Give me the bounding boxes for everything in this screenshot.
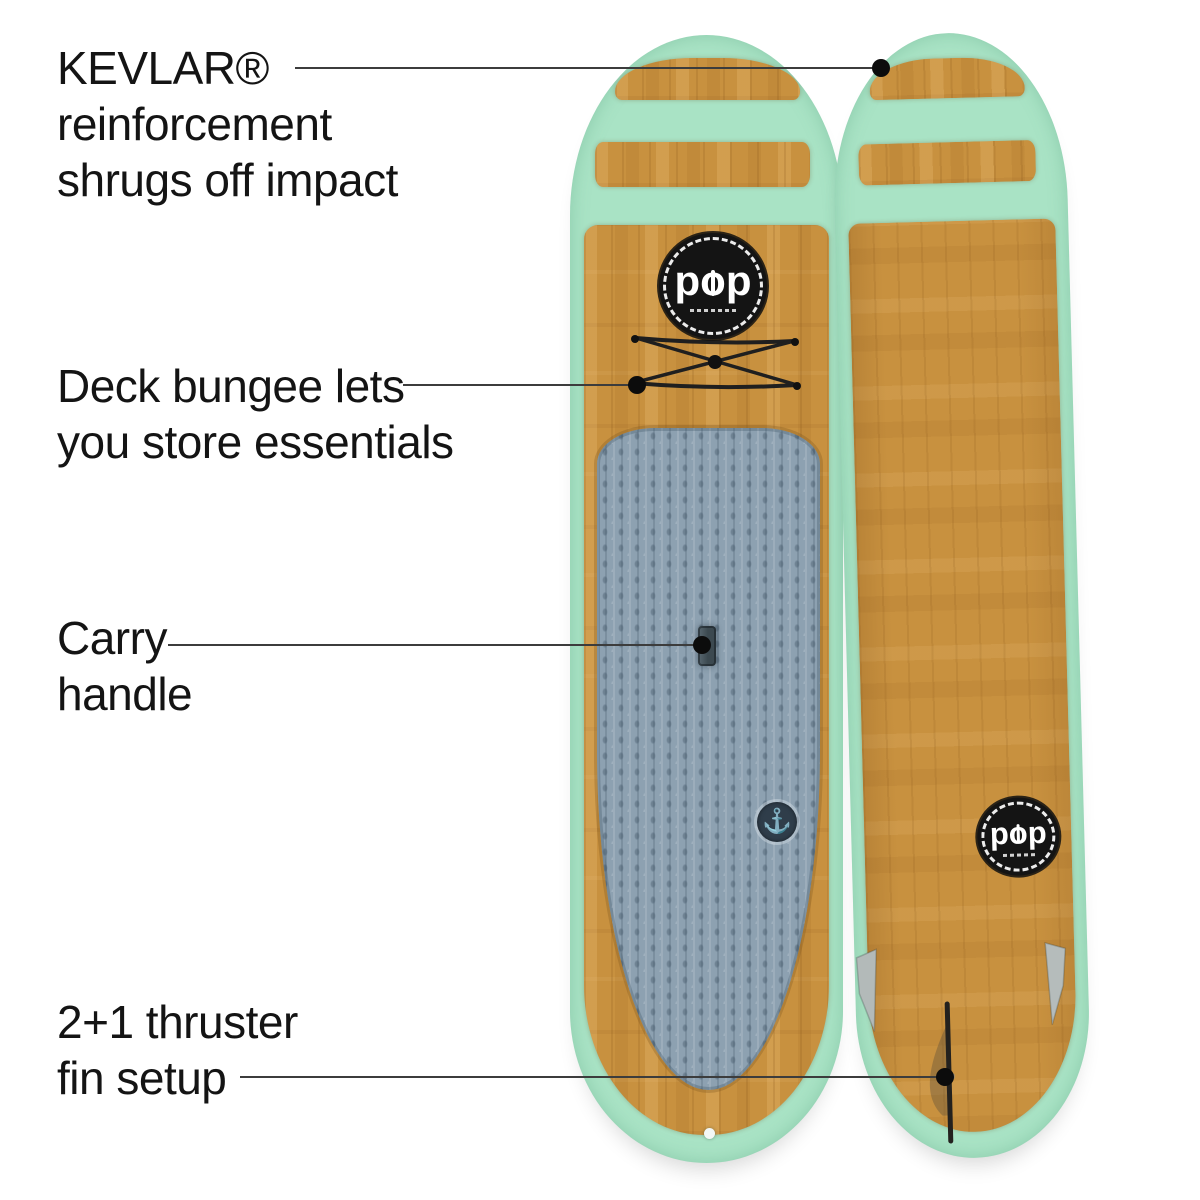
side-fin-right <box>1044 941 1067 1025</box>
callout-text-line: Carry <box>57 612 167 664</box>
deck-bungee-cords <box>629 335 801 390</box>
nose-wood-band <box>595 142 810 187</box>
callout-kevlar: KEVLAR® reinforcement shrugs off impact <box>57 40 398 208</box>
callout-text-line: handle <box>57 668 193 720</box>
fin-setup <box>855 941 1067 1144</box>
callout-text-line: you store essentials <box>57 416 454 468</box>
pop-logo-text: pop <box>674 257 752 304</box>
callout-carry-handle: Carry handle <box>57 610 193 722</box>
callout-text-line: shrugs off impact <box>57 154 398 206</box>
side-fin-left <box>855 948 878 1032</box>
traction-pad <box>597 428 820 1090</box>
paddleboard-deck-view: pop ⚓ <box>570 35 843 1163</box>
vent-plug <box>704 1128 715 1139</box>
callout-text-line: 2+1 thruster <box>57 996 298 1048</box>
callout-text-line: Deck bungee lets <box>57 360 405 412</box>
callout-deck-bungee: Deck bungee lets you store essentials <box>57 358 454 470</box>
leader-line-fin-setup <box>240 1076 945 1078</box>
nose-wood-inlay <box>615 58 800 100</box>
leader-line-kevlar <box>295 67 881 69</box>
pointer-dot-fin-setup <box>936 1068 954 1086</box>
anchor-icon: ⚓ <box>757 802 797 842</box>
leader-line-carry-handle <box>168 644 702 646</box>
pointer-dot-kevlar <box>872 59 890 77</box>
pointer-dot-carry-handle <box>693 636 711 654</box>
paddleboard-bottom-view: pop <box>830 30 1093 1161</box>
pointer-dot-deck-bungee <box>628 376 646 394</box>
leader-line-deck-bungee <box>403 384 637 386</box>
callout-text-line: reinforcement <box>57 98 332 150</box>
pop-logo-subtext <box>690 309 736 312</box>
callout-fin-setup: 2+1 thruster fin setup <box>57 994 298 1106</box>
callout-text-line: fin setup <box>57 1052 227 1104</box>
pop-logo: pop <box>659 233 767 339</box>
callout-text-line: KEVLAR® <box>57 42 269 94</box>
